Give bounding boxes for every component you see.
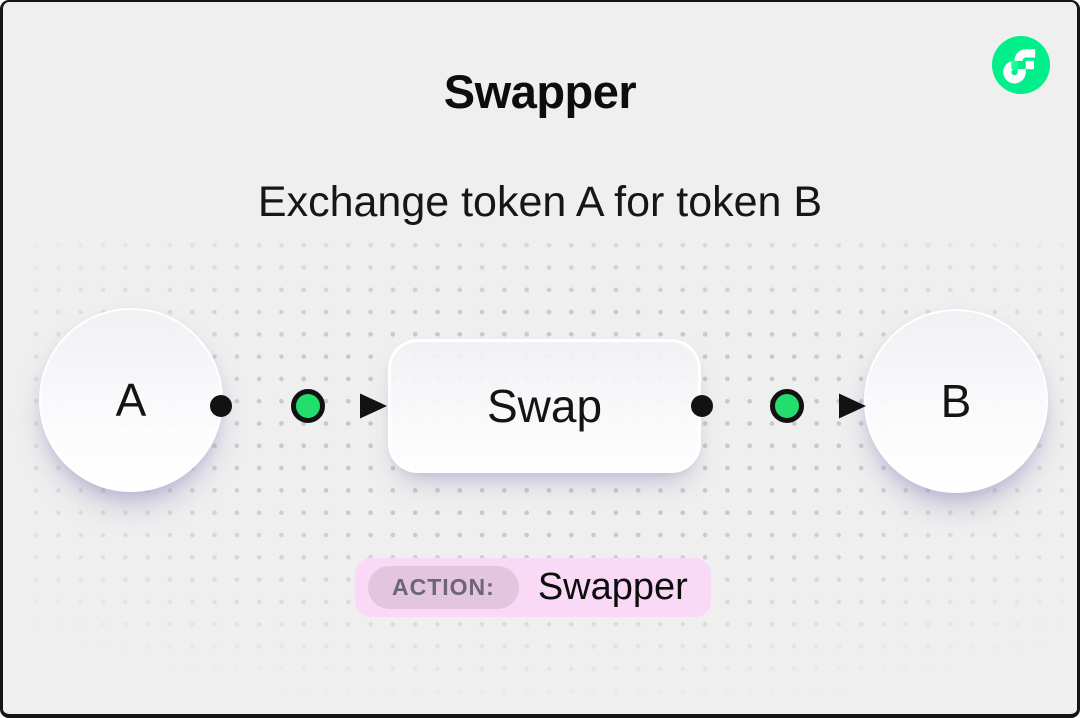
token-a-node: A — [39, 308, 223, 492]
action-badge-label: ACTION: — [368, 566, 519, 609]
swap-action-node: Swap — [388, 339, 701, 473]
swap-label: Swap — [486, 380, 603, 432]
flow-logo-icon — [992, 36, 1050, 94]
page-title: Swapper — [443, 65, 637, 118]
action-badge-value: Swapper — [537, 566, 688, 608]
action-badge: ACTION: Swapper — [355, 558, 711, 617]
token-b-node: B — [864, 309, 1048, 493]
page-subtitle: Exchange token A for token B — [257, 178, 823, 226]
token-b-label: B — [940, 375, 972, 427]
token-a-label: A — [115, 374, 147, 426]
